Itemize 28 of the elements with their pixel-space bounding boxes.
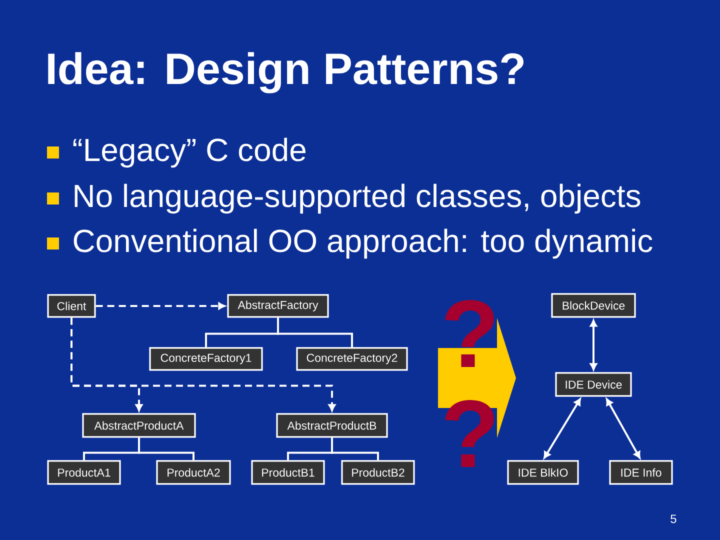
connector-line [277,318,353,348]
bullet-text: No language-supported classes, objects [74,184,640,214]
class-box: ProductB2 [341,460,415,485]
question-mark: ? [445,400,494,467]
class-box: Client [47,294,96,318]
class-box: ProductB1 [251,460,325,485]
double-arrow [544,398,581,459]
class-box: ProductA1 [47,460,121,485]
dashed-arrow [70,318,336,412]
class-box: ConcreteFactory2 [296,347,408,371]
class-box: IDE Device [555,372,632,397]
double-arrow [590,320,598,370]
class-box: ConcreteFactory1 [149,347,263,371]
class-box: BlockDevice [551,293,636,318]
bullet-text: “Legacy” C code [73,138,306,168]
connector-line [138,438,194,460]
class-box: AbstractFactory [227,294,329,318]
class-box: ProductA2 [156,460,231,485]
class-box: AbstractProductA [82,413,196,438]
class-box: AbstractProductB [276,413,388,438]
class-box: IDE Info [609,460,673,485]
class-box: IDE BlkIO [507,460,579,485]
connector-line [331,438,379,460]
double-arrow [606,398,640,459]
dashed-arrow [96,302,226,310]
page-number: 5 [670,514,676,524]
title: Idea: Design Patterns? [48,52,524,94]
bullet-text: Conventional OO approach: too dynamic [74,228,652,259]
